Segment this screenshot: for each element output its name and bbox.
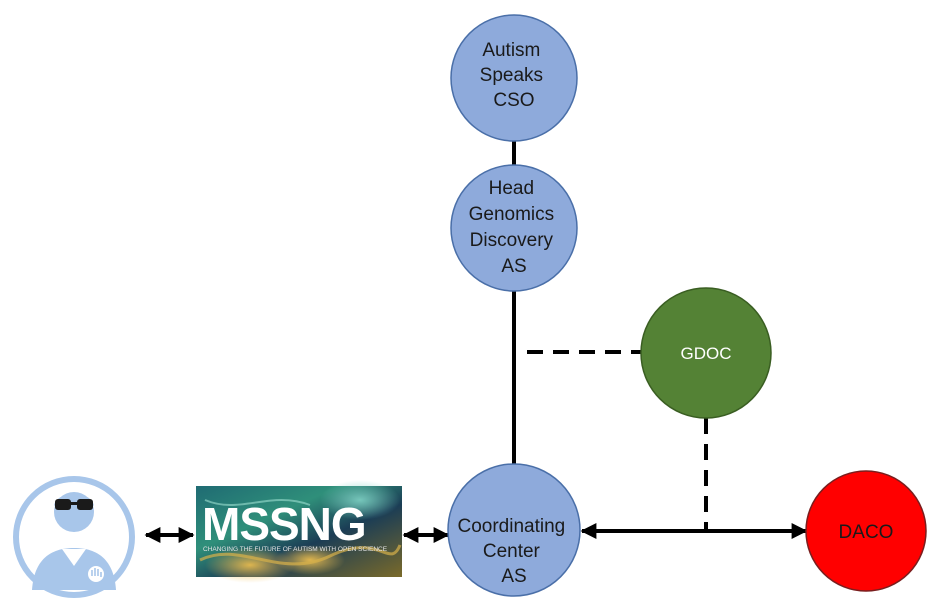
label-line: Speaks [480, 65, 543, 86]
node-label: Autism Speaks CSO [480, 40, 549, 111]
node-label: Head Genomics Discovery AS [469, 178, 560, 277]
logo-texture [275, 545, 345, 575]
label-line: AS [501, 566, 526, 587]
node-label: DACO [839, 522, 894, 543]
node-coordinating-center: Coordinating Center AS [447, 463, 581, 597]
label-line: Coordinating [457, 516, 565, 537]
node-label: GDOC [681, 344, 732, 363]
label-line: Center [483, 541, 541, 562]
label-line: Autism [482, 40, 540, 61]
mssng-logo: MSSNG CHANGING THE FUTURE OF AUTISM WITH… [196, 480, 402, 583]
logo-texture [204, 499, 311, 506]
label-line: Head [489, 178, 534, 199]
node-circle [447, 463, 581, 597]
node-label: Coordinating Center AS [457, 516, 570, 587]
node-circle [640, 287, 772, 419]
node-head-genomics-discovery: Head Genomics Discovery AS [450, 164, 578, 292]
connectors [144, 140, 808, 543]
node-autism-speaks-cso: Autism Speaks CSO [450, 14, 578, 142]
node-circle [805, 470, 927, 592]
node-circle [450, 14, 578, 142]
node-circle [450, 164, 578, 292]
logo-texture [205, 547, 295, 583]
logo-texture [320, 480, 400, 520]
logo-tagline: CHANGING THE FUTURE OF AUTISM WITH OPEN … [203, 546, 388, 553]
node-gdoc: GDOC [640, 287, 772, 419]
label-line: Genomics [469, 204, 555, 225]
label-line: AS [501, 256, 526, 277]
label-line: CSO [493, 90, 534, 111]
node-daco: DACO [805, 470, 927, 592]
label-line: Discovery [470, 230, 554, 251]
logo-title: MSSNG [202, 498, 366, 550]
researcher-avatar-icon [13, 476, 135, 598]
logo-texture [199, 544, 402, 566]
